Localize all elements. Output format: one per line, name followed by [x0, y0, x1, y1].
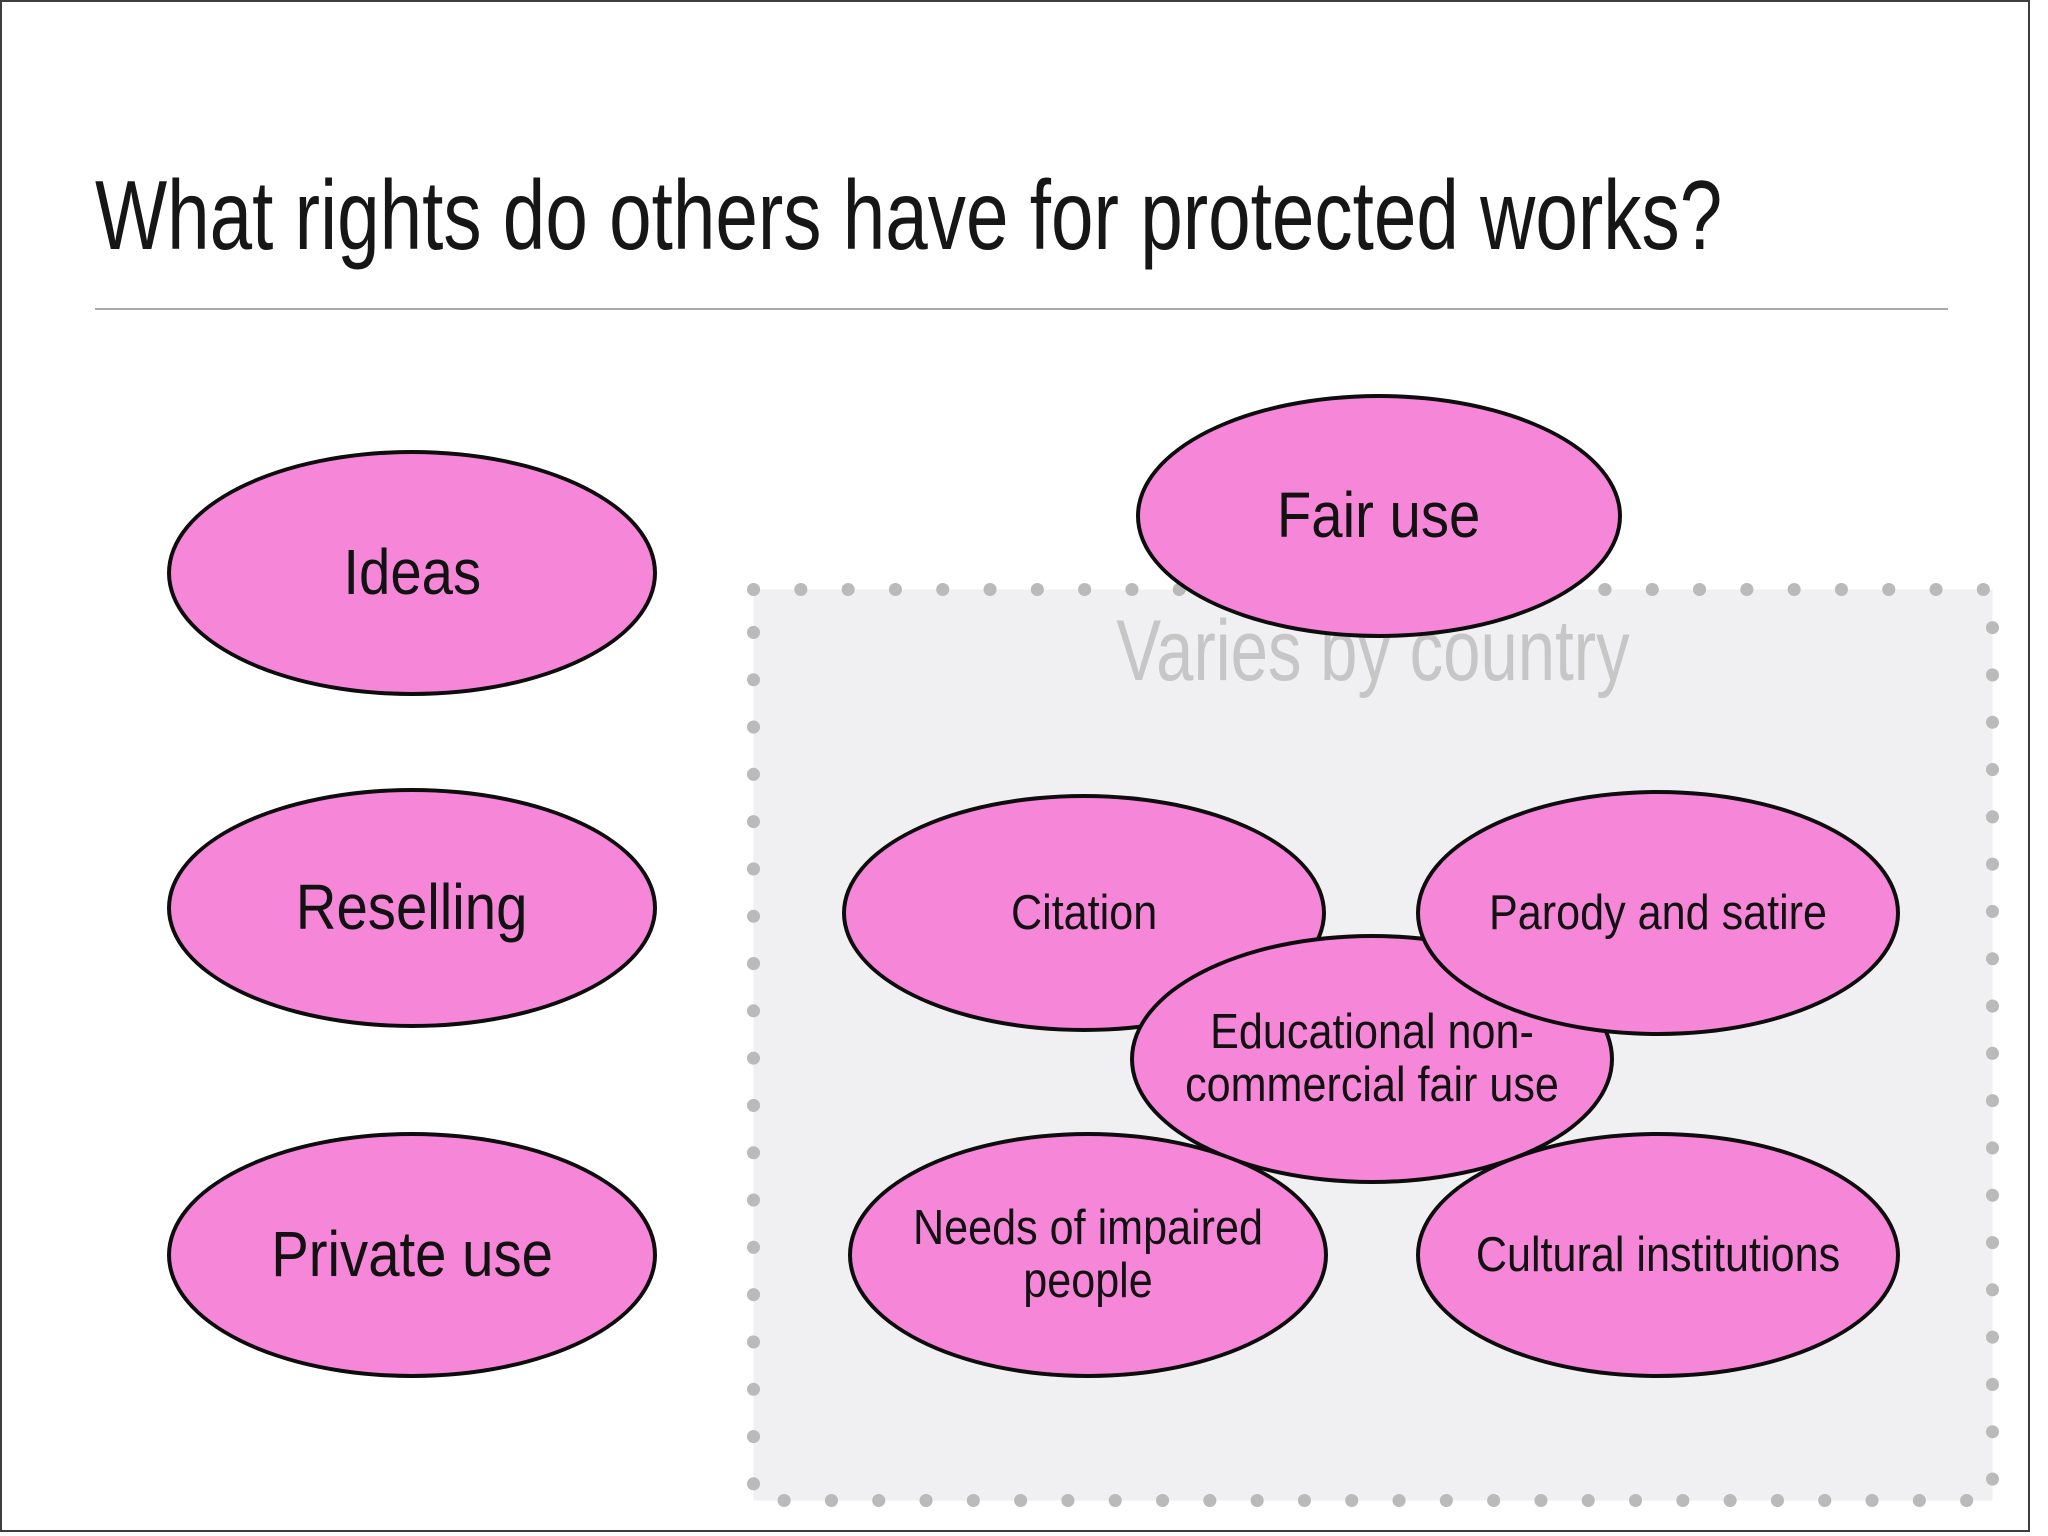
page-title: What rights do others have for protected… — [95, 160, 1723, 270]
bubble-needs-of-impaired-people: Needs of impaired people — [848, 1132, 1328, 1378]
bubble-parody-and-satire-label: Parody and satire — [1489, 885, 1827, 940]
bubble-ideas: Ideas — [167, 450, 657, 696]
bubble-educational-label: Educational non-commercial fair use — [1185, 1005, 1559, 1112]
bubble-educational-non-commercial-fair-use: Educational non-commercial fair use — [1130, 934, 1614, 1184]
bubble-fair-use-label: Fair use — [1277, 479, 1481, 552]
title-divider — [95, 308, 1948, 310]
bubble-ideas-label: Ideas — [343, 536, 481, 609]
bubble-cultural-institutions: Cultural institutions — [1416, 1132, 1900, 1378]
bubble-fair-use: Fair use — [1136, 394, 1622, 638]
bubble-citation-label: Citation — [1010, 885, 1158, 940]
bubble-private-use: Private use — [167, 1132, 657, 1378]
bubble-reselling-label: Reselling — [296, 871, 528, 944]
bubble-private-use-label: Private use — [271, 1218, 553, 1291]
bubble-cultural-label: Cultural institutions — [1475, 1227, 1841, 1282]
bubble-impaired-label: Needs of impaired people — [913, 1201, 1263, 1308]
bubble-parody-and-satire: Parody and satire — [1416, 790, 1900, 1036]
bubble-reselling: Reselling — [167, 788, 657, 1028]
